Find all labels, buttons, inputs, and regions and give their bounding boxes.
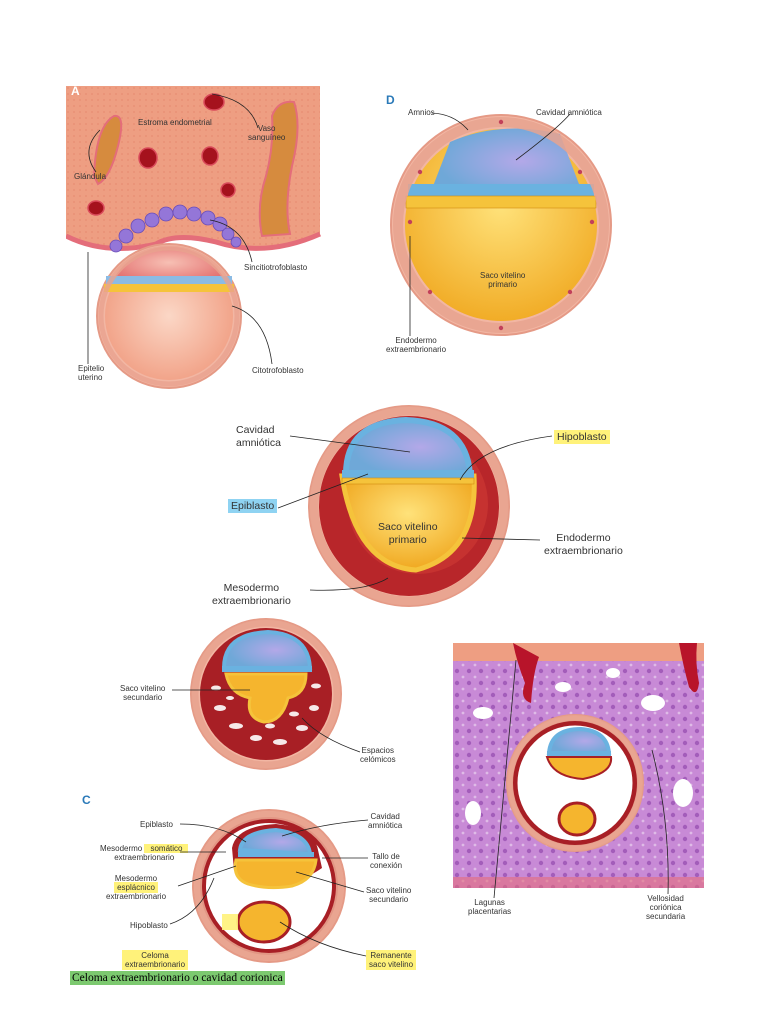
label-tallo-conexion: Tallo de conexión [370,852,403,871]
label-lagunas-placentarias: Lagunas placentarias [468,898,512,917]
label-mesodermo-esplacnico: Mesodermo esplácnico extraembrionario [106,874,166,902]
label-cavidad-amniotica-mid: Cavidad amniótica [236,424,281,449]
panel-c-illustration [192,809,346,963]
panel-e-illustration [190,618,342,770]
panel-c-letter: C [82,793,91,807]
label-espacios-celomicos: Espacios celómicos [360,746,396,765]
label-celoma-extraembrionario-c: Celoma extraembrionario [122,950,189,971]
panel-a-illustration [66,86,322,389]
label-cavidad-amniotica-d: Cavidad amniótica [536,108,602,117]
panel-middle-illustration [308,405,510,607]
panel-a-letter: A [71,84,80,98]
label-vaso-sanguineo: Vaso sanguíneo [248,124,286,143]
mesodermo-somatico-highlight: somático [144,844,189,853]
label-cavidad-amniotica-c: Cavidad amniótica [368,812,403,831]
remanente-highlight: Remanente saco vitelino [366,950,417,971]
footer-highlight: Celoma extraembrionario o cavidad corion… [70,971,285,985]
mesodermo-esplacnico-post: extraembrionario [106,892,167,902]
label-hipoblasto-c: Hipoblasto [130,921,168,930]
label-saco-vitelino-secundario-e: Saco vitelino secundario [120,684,166,703]
label-remanente-saco-vitelino: Remanente saco vitelino [366,950,417,971]
label-sincitiotrofoblasto: Sincitiotrofoblasto [244,263,308,272]
label-saco-vitelino-secundario-c: Saco vitelino secundario [366,886,412,905]
celoma-highlight: Celoma extraembrionario [122,950,189,971]
label-saco-vitelino-primario-mid: Saco vitelino primario [378,521,438,546]
label-mesodermo-somatico: Mesodermo somático extraembrionario [100,844,189,863]
footer-caption: Celoma extraembrionario o cavidad corion… [70,971,285,985]
label-mesodermo-extraembrionario-mid: Mesodermo extraembrionario [212,582,291,607]
panel-d-illustration [390,114,612,336]
mesodermo-esplacnico-highlight: esplácnico [114,882,158,894]
hipoblasto-highlight: Hipoblasto [554,430,610,444]
mesodermo-esplacnico-pre: Mesodermo [114,874,158,883]
mesodermo-somatico-post: extraembrionario [114,853,175,863]
mesodermo-somatico-pre: Mesodermo [100,844,145,853]
label-epiblasto-c: Epiblasto [140,820,173,829]
panel-right-illustration [453,643,704,888]
label-hipoblasto-mid: Hipoblasto [554,430,610,444]
label-saco-vitelino-primario-d: Saco vitelino primario [480,271,526,290]
label-estroma-endometrial: Estroma endometrial [138,118,212,127]
label-epitelio-uterino: Epitelio uterino [78,364,105,383]
label-vellosidad-corionica: Vellosidad coriónica secundaria [646,894,686,922]
panel-d-letter: D [386,93,395,107]
label-citotrofoblasto: Citotrofoblasto [252,366,304,375]
epiblasto-highlight: Epiblasto [228,499,278,513]
label-endodermo-extraembrionario-d: Endodermo extraembrionario [386,336,447,355]
label-glandula: Glándula [74,172,107,181]
label-epiblasto-mid: Epiblasto [228,499,278,513]
label-amnios: Amnios [408,108,435,117]
label-endodermo-extraembrionario-mid: Endodermo extraembrionario [544,532,623,557]
